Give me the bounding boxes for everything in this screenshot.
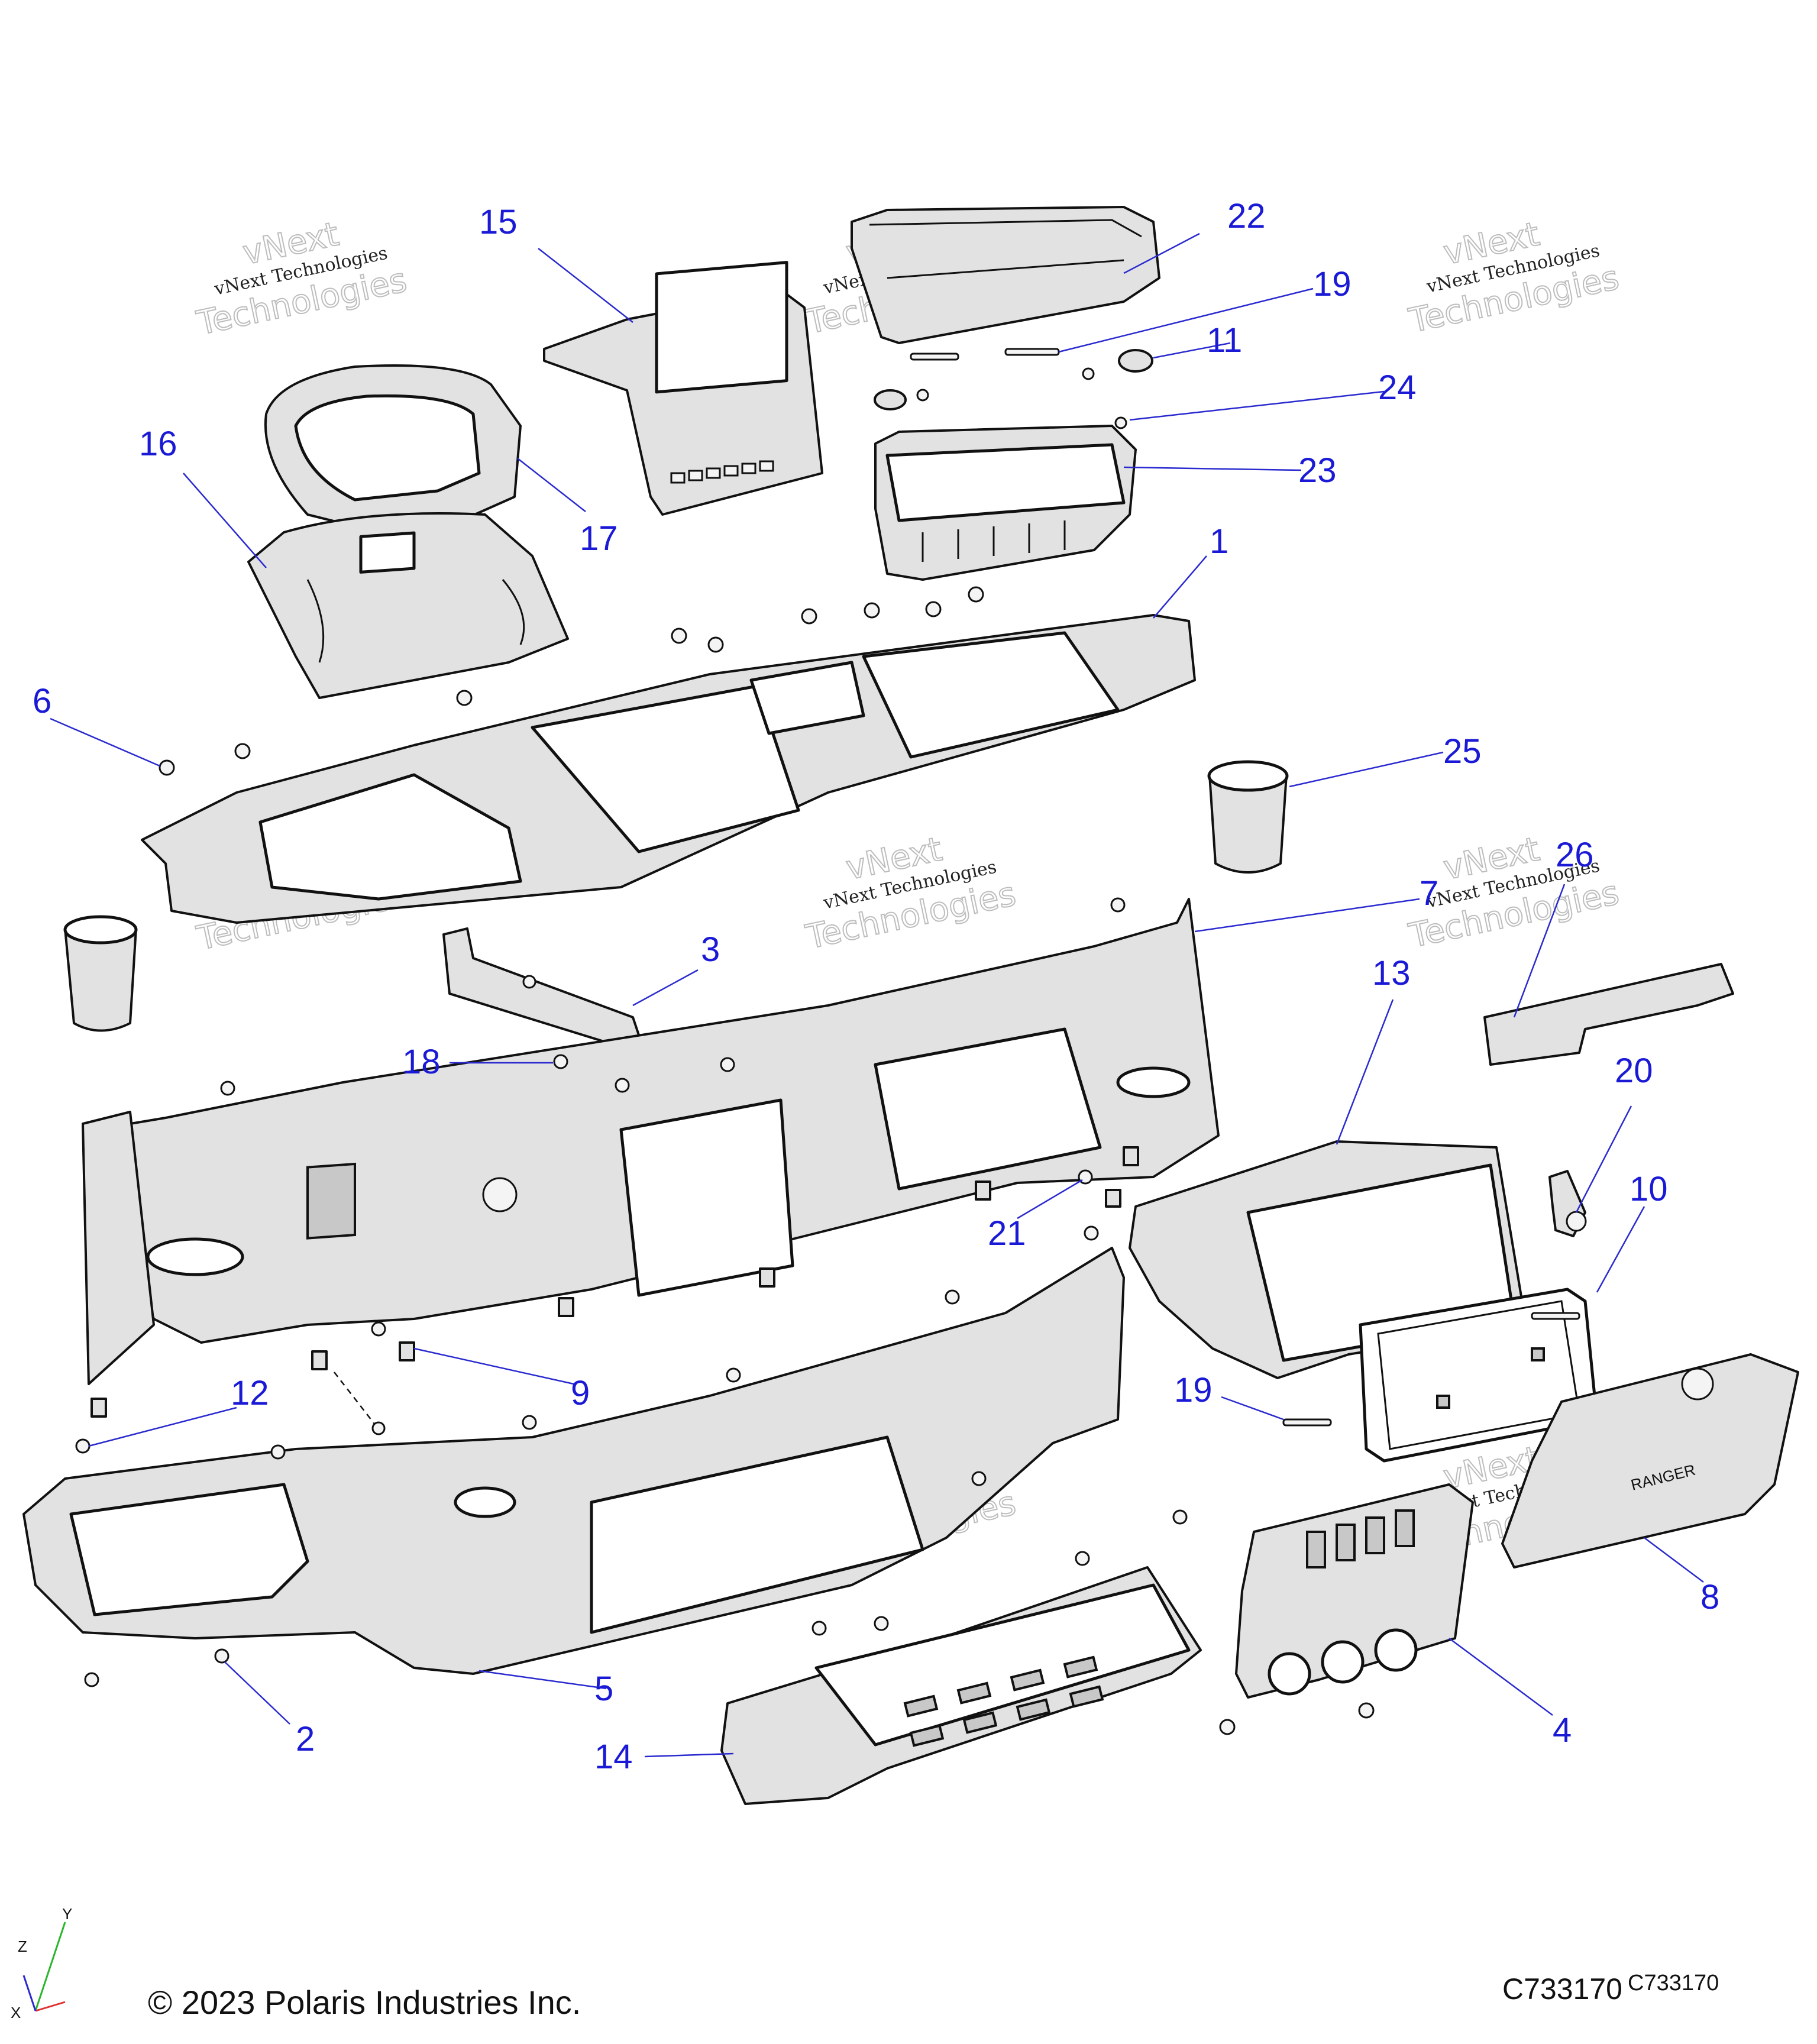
part-22-cover (851, 206, 1160, 344)
callout-14: 14 (594, 1738, 633, 1776)
part-25-cup-holder (1207, 760, 1289, 874)
part-19-bolt-upper (910, 348, 1060, 361)
part-19-bolt-lower (1282, 1418, 1332, 1427)
clip-row (159, 586, 984, 776)
axis-z-label: Z (18, 1938, 27, 1955)
callout-6: 6 (33, 682, 51, 720)
part-17-bezel (264, 364, 522, 528)
callout-17: 17 (580, 519, 618, 558)
part-4-switch-panel (1235, 1483, 1474, 1699)
part-14-console-cover (720, 1566, 1202, 1805)
screws-group-23 (916, 367, 1127, 429)
watermark-top-right: vNext vNext Technologies Technologies (1405, 214, 1622, 341)
callout-22: 22 (1227, 197, 1266, 235)
part-9-nut-clips (90, 1146, 1139, 1418)
display-buttons (670, 460, 774, 484)
drawing-code: C733170 (1502, 1972, 1622, 2006)
callout-20: 20 (1615, 1052, 1653, 1090)
callout-12: 12 (231, 1374, 269, 1412)
screws-part-14 (811, 1509, 1188, 1636)
console-vents (903, 1655, 1104, 1747)
callout-5: 5 (594, 1670, 613, 1708)
callout-2: 2 (296, 1720, 315, 1758)
assembly-line-9 (334, 1372, 376, 1426)
part-3-bracket (442, 927, 640, 1048)
part-8-glove-door: RANGER (1501, 1353, 1799, 1568)
part-1-upper-dash (141, 614, 1196, 924)
copyright-text: © 2023 Polaris Industries Inc. (148, 1984, 581, 2021)
callout-26: 26 (1556, 836, 1594, 874)
axis-y-label: Y (62, 1905, 72, 1923)
callout-18: 18 (402, 1043, 441, 1081)
callout-16: 16 (139, 425, 177, 463)
screws-part-4 (1219, 1702, 1375, 1735)
part-20-latch (1548, 1170, 1587, 1237)
callout-9: 9 (571, 1374, 590, 1412)
watermark-mid-center: vNext vNext Technologies Technologies (802, 829, 1020, 957)
callout-11: 11 (1207, 321, 1242, 360)
axis-x-label: X (11, 2004, 21, 2022)
watermark-top-left: vNext vNext Technologies Technologies (193, 214, 410, 343)
lower-fasteners (75, 1367, 987, 1687)
callout-21: 21 (988, 1214, 1026, 1253)
part-5-lower-dash (22, 1247, 1125, 1675)
part-23-bin (874, 425, 1137, 581)
leader-lines (50, 232, 1704, 1758)
callout-labels: 1 2 3 4 5 6 7 8 9 10 11 12 13 14 15 16 1… (33, 197, 1719, 1776)
callout-8: 8 (1700, 1578, 1719, 1616)
callout-4: 4 (1553, 1711, 1572, 1749)
callout-24: 24 (1378, 368, 1417, 407)
part-26-trim (1483, 963, 1734, 1066)
callout-19-lower: 19 (1174, 1371, 1213, 1409)
callout-13: 13 (1372, 954, 1411, 992)
part-7-main-frame (82, 898, 1220, 1385)
part-16-gauge-housing (247, 512, 569, 699)
screw-9 (371, 1421, 386, 1435)
part-11-plug (874, 349, 1153, 410)
callout-1: 1 (1210, 522, 1228, 561)
callout-10: 10 (1630, 1170, 1668, 1208)
callout-3: 3 (701, 930, 720, 969)
part-15-display-housing (543, 261, 823, 516)
axis-triad: Y Z X (11, 1905, 72, 2022)
callout-7: 7 (1420, 874, 1438, 913)
callout-23: 23 (1298, 451, 1337, 490)
callout-25: 25 (1443, 732, 1482, 771)
callout-19-upper: 19 (1313, 265, 1352, 303)
drawing-code-small: C733170 (1628, 1971, 1719, 1996)
callout-15: 15 (479, 203, 518, 241)
part-cup-holder-left (63, 915, 138, 1032)
